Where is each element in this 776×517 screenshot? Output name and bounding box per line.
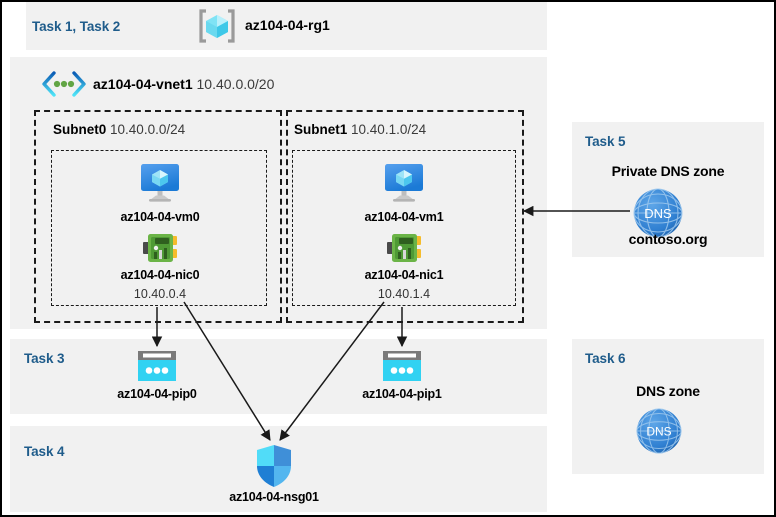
svg-text:DNS: DNS: [646, 425, 671, 439]
subnet-1-inner-boundary: [292, 150, 516, 306]
dns-globe-icon: DNS: [632, 187, 684, 239]
vm-1-label: az104-04-vm1: [364, 210, 444, 224]
subnet-1-header: Subnet1 10.40.1.0/24: [294, 122, 426, 137]
subnet-1-boundary: [286, 110, 524, 323]
network-security-group-shield-icon: [254, 443, 294, 489]
svg-text:DNS: DNS: [644, 206, 672, 221]
subnet-0-boundary: [34, 110, 282, 323]
task-3-label: Task 3: [24, 351, 65, 366]
vnet-name: az104-04-vnet1: [93, 76, 193, 92]
vnet-panel: [10, 57, 547, 329]
vnet-address-space: 10.40.0.0/20: [196, 76, 275, 92]
network-interface-icon: [387, 232, 422, 264]
subnet-1-name: Subnet1: [294, 122, 348, 137]
nic-0-ip: 10.40.0.4: [133, 287, 187, 301]
nic-1-label: az104-04-nic1: [364, 268, 444, 282]
virtual-network-icon: [40, 70, 88, 98]
resource-group-panel: [26, 2, 547, 50]
private-dns-zone-name: contoso.org: [628, 231, 708, 247]
pip-0-label: az104-04-pip0: [117, 387, 197, 401]
resource-group-name: az104-04-rg1: [245, 17, 330, 33]
subnet-0-header: Subnet0 10.40.0.0/24: [53, 122, 185, 137]
resource-group-task-label: Task 1, Task 2: [32, 19, 121, 34]
task-6-panel: [572, 339, 764, 474]
subnet-0-name: Subnet0: [53, 122, 107, 137]
network-interface-icon: [143, 232, 178, 264]
virtual-machine-icon: [380, 162, 428, 204]
task-4-label: Task 4: [24, 444, 65, 459]
nic-0-label: az104-04-nic0: [120, 268, 200, 282]
subnet-0-cidr: 10.40.0.0/24: [110, 122, 186, 137]
resource-group-cube-icon: [198, 9, 236, 43]
private-dns-zone-heading: Private DNS zone: [611, 163, 725, 179]
vm-0-label: az104-04-vm0: [120, 210, 200, 224]
public-ip-address-icon: [135, 349, 179, 384]
pip-1-label: az104-04-pip1: [362, 387, 442, 401]
task-5-label: Task 5: [585, 134, 626, 149]
task-3-panel: [10, 339, 547, 414]
dns-globe-icon: DNS: [635, 407, 683, 455]
dns-zone-heading: DNS zone: [636, 383, 700, 399]
public-ip-address-icon: [380, 349, 424, 384]
task-6-label: Task 6: [585, 351, 626, 366]
nic-1-ip: 10.40.1.4: [377, 287, 431, 301]
subnet-0-inner-boundary: [51, 150, 267, 306]
nsg-label: az104-04-nsg01: [229, 490, 319, 504]
subnet-1-cidr: 10.40.1.0/24: [351, 122, 427, 137]
virtual-machine-icon: [136, 162, 184, 204]
vnet-header: az104-04-vnet1 10.40.0.0/20: [93, 76, 274, 92]
